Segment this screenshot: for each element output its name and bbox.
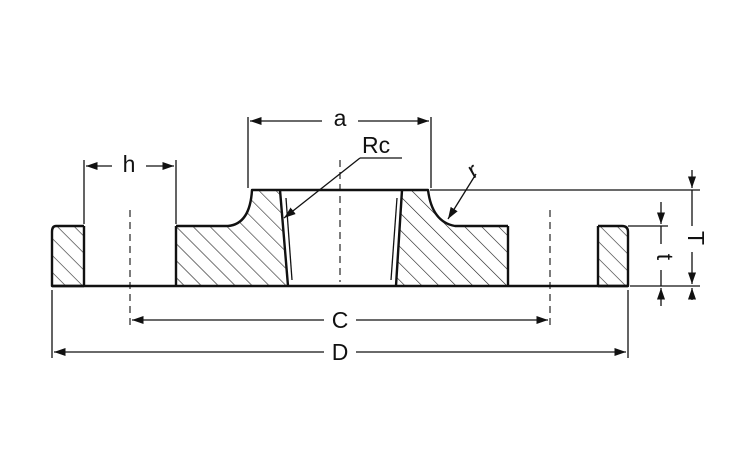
label-r: r <box>463 157 483 184</box>
dimension-d: D <box>51 290 629 365</box>
dimension-h: h <box>83 151 177 224</box>
left-hub-section <box>176 190 288 286</box>
dimension-a: a <box>247 105 432 188</box>
dimension-t: t <box>628 202 700 306</box>
right-rim-section <box>598 226 627 286</box>
left-rim-outline <box>50 224 84 288</box>
dimension-T: T <box>430 170 709 300</box>
label-h: h <box>123 151 136 177</box>
bore-inner-right <box>390 197 398 281</box>
right-hub-outline <box>402 188 508 228</box>
bore-right-wall <box>394 189 404 287</box>
label-t: t <box>652 254 678 261</box>
leader-r: r <box>447 157 483 220</box>
leader-rc: Rc <box>283 132 402 219</box>
label-c: C <box>332 307 349 333</box>
dimension-c: C <box>132 307 548 333</box>
bore-left-wall <box>278 189 290 287</box>
label-d: D <box>332 339 349 365</box>
left-rim-section <box>53 226 84 286</box>
left-hub-outline <box>176 188 280 228</box>
left-bolt-hole-outline <box>82 226 178 286</box>
right-bolt-hole-outline <box>506 226 600 286</box>
center-lines <box>129 160 551 326</box>
label-a: a <box>334 105 347 131</box>
label-T: T <box>683 231 709 245</box>
right-hub-section <box>396 190 508 286</box>
right-rim-outline <box>598 224 630 288</box>
label-rc: Rc <box>362 132 390 158</box>
hatched-sections <box>53 190 627 286</box>
